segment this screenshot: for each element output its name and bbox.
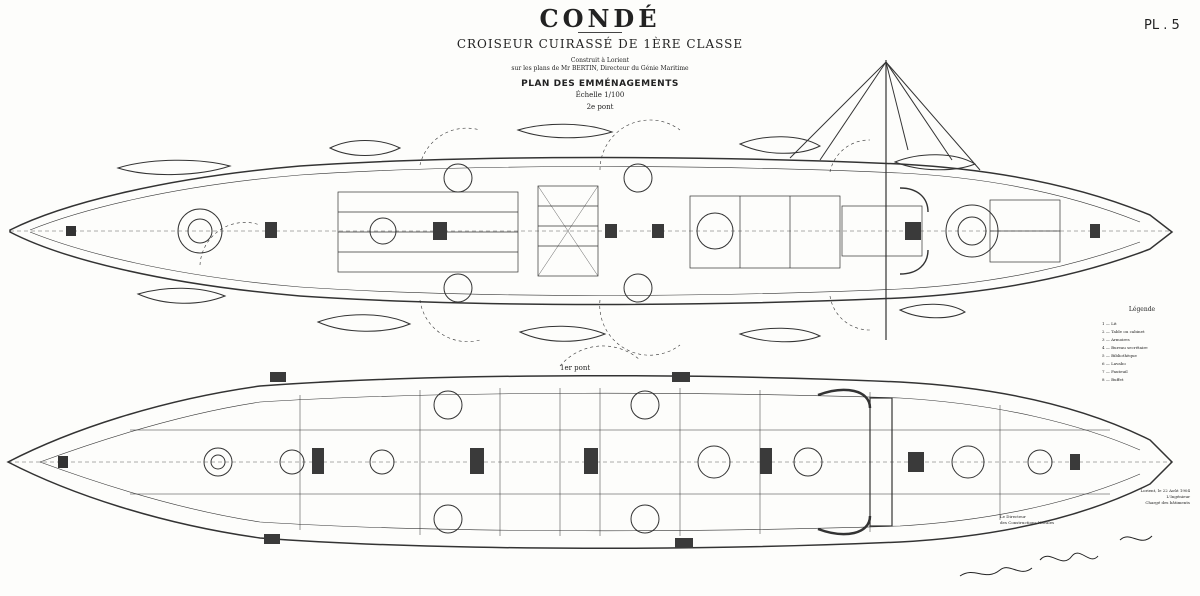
scale-note: Échelle 1/100	[575, 91, 625, 99]
title-rule	[578, 32, 622, 33]
boat	[738, 136, 822, 154]
builder-note: Construit à Lorient	[570, 57, 630, 64]
central-rooms	[337, 185, 1061, 277]
engineer-role: Chargé des bâtiments	[1145, 500, 1190, 505]
boat	[116, 159, 232, 176]
legend: Légende 1 — Lit 2 — Table ou cabinet 3 —…	[1102, 306, 1182, 384]
signature	[959, 567, 1033, 577]
boat	[898, 303, 966, 319]
signature	[1039, 552, 1099, 562]
boat	[518, 325, 607, 342]
drawing-subtitle: CROISEUR CUIRASSÉ DE 1ÈRE CLASSE	[456, 37, 744, 51]
boat	[316, 314, 412, 332]
lower-deck-label: 1er pont	[560, 364, 591, 372]
legend-item: 3 — Armoires	[1102, 337, 1130, 342]
signature	[1119, 535, 1153, 541]
equipment-blocks	[264, 222, 1100, 548]
legend-item: 4 — Bureau secrétaire	[1102, 345, 1148, 350]
legend-item: 1 — Lit	[1102, 321, 1117, 326]
boat	[516, 123, 614, 139]
boat	[328, 140, 402, 156]
plan-title: PLAN DES EMMÉNAGEMENTS	[521, 79, 679, 89]
place-date: Lorient, le 22 Août 1904	[1140, 488, 1190, 493]
upper-deck-hull	[9, 156, 1174, 306]
engineer-title: L'Ingénieur	[1166, 494, 1190, 499]
boat	[738, 327, 822, 343]
boat	[893, 154, 977, 171]
plate-number: PL . 5	[1144, 18, 1180, 33]
turret	[203, 390, 1053, 534]
upper-deck-label: 2e pont	[586, 103, 614, 111]
drawing-title: CONDÉ	[539, 4, 661, 33]
legend-item: 6 — Lavabo	[1102, 361, 1126, 366]
turret	[177, 163, 999, 303]
legend-item: 5 — Bibliothèque	[1102, 353, 1137, 358]
legend-item: 7 — Fauteuil	[1102, 369, 1128, 374]
legend-item: 8 — Buffet	[1102, 377, 1124, 382]
signature-block: Lorient, le 22 Août 1904 L'Ingénieur Cha…	[1000, 488, 1190, 526]
director-title: Le Directeur	[1000, 514, 1026, 519]
boat	[136, 287, 227, 304]
legend-item: 2 — Table ou cabinet	[1102, 329, 1145, 334]
mast-rigging	[789, 60, 981, 340]
director-role: des Constructions Navales	[1000, 520, 1055, 525]
legend-title: Légende	[1128, 306, 1156, 313]
designer-note: sur les plans de Mr BERTIN, Directeur du…	[511, 65, 689, 72]
